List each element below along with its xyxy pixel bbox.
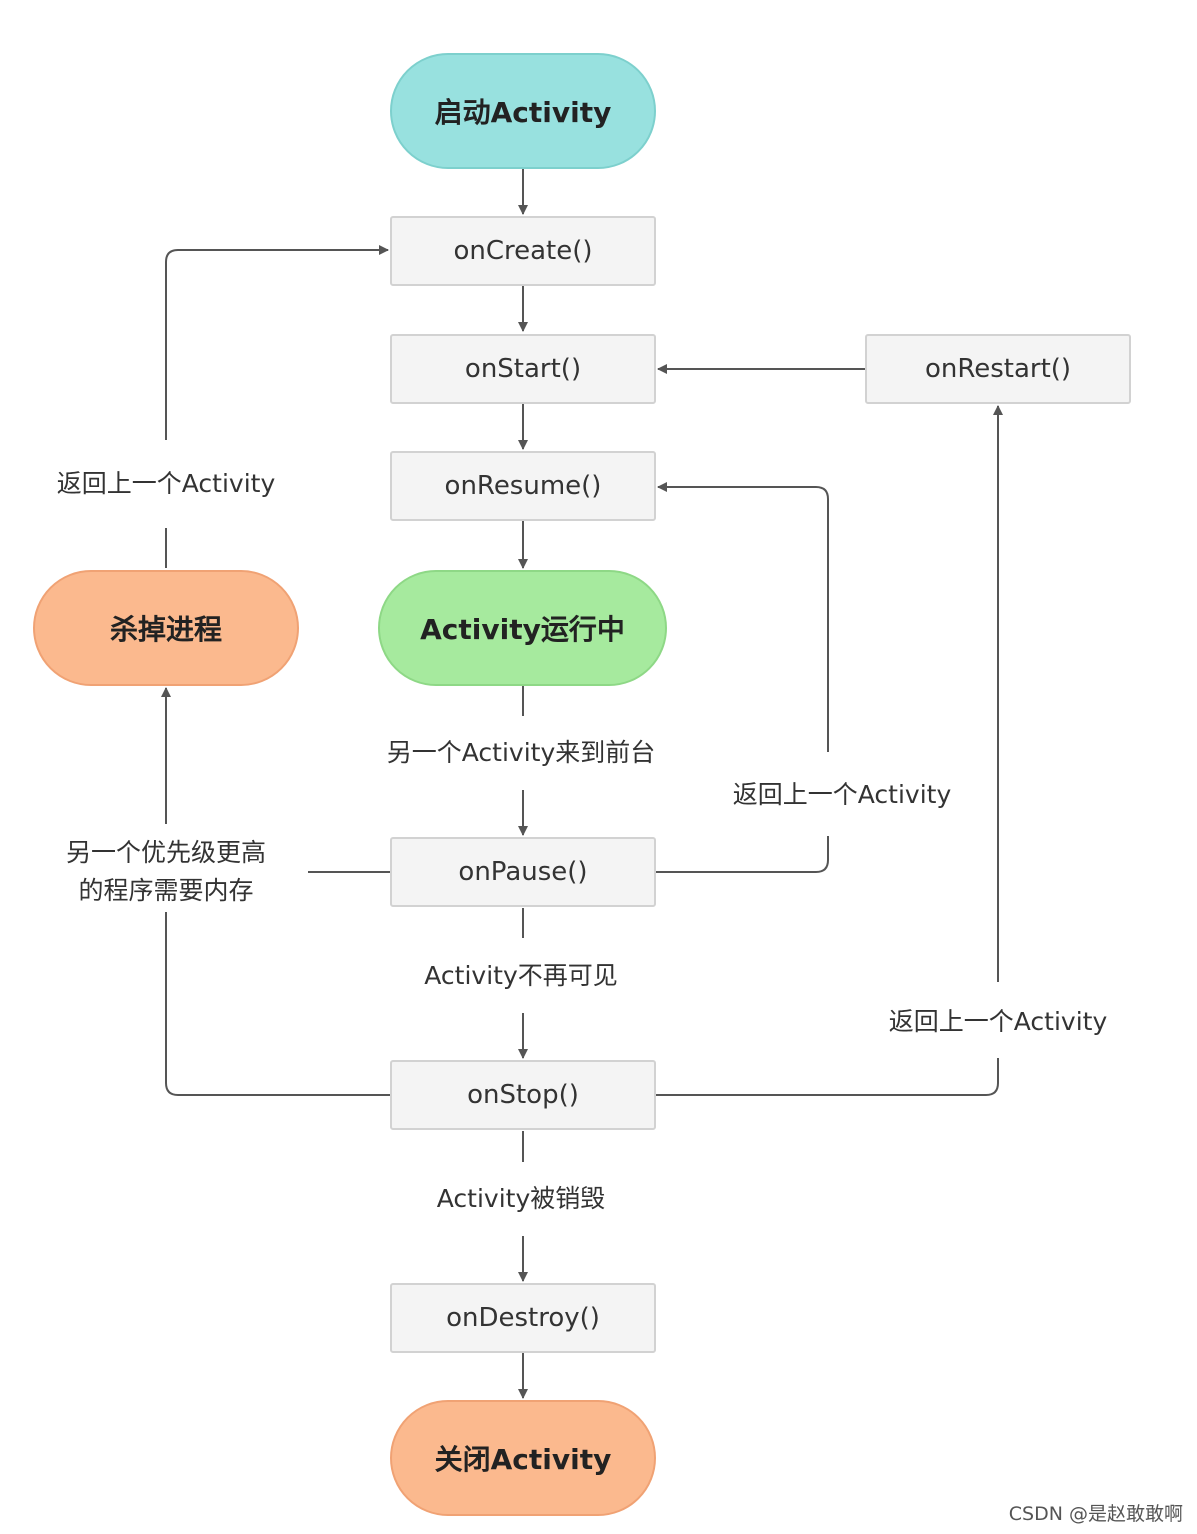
close-activity-label: 关闭Activity — [434, 1443, 612, 1476]
return-previous-label-restart: 返回上一个Activity — [888, 1003, 1108, 1041]
on-resume-node: onResume() — [390, 451, 656, 521]
on-start-node: onStart() — [390, 334, 656, 404]
activity-running-label: Activity运行中 — [420, 613, 625, 646]
activity-not-visible-label: Activity不再可见 — [424, 957, 618, 995]
on-start-label: onStart() — [464, 354, 582, 384]
arrow-return-to-resume — [657, 482, 829, 752]
line-pause-to-return — [655, 836, 829, 873]
activity-destroyed-label: Activity被销毁 — [436, 1180, 606, 1218]
arrow-label-to-create — [165, 245, 389, 440]
on-stop-label: onStop() — [467, 1080, 579, 1110]
on-create-node: onCreate() — [390, 216, 656, 286]
return-previous-label-left: 返回上一个Activity — [56, 465, 276, 503]
activity-running-node: Activity运行中 — [378, 570, 667, 686]
line-stop-to-return — [655, 1058, 999, 1096]
on-restart-node: onRestart() — [865, 334, 1131, 404]
on-pause-node: onPause() — [390, 837, 656, 907]
launch-activity-label: 启动Activity — [434, 96, 612, 129]
higher-priority-line-2: 的程序需要内存 — [78, 876, 254, 905]
line-stop-to-priority — [165, 912, 390, 1096]
on-stop-node: onStop() — [390, 1060, 656, 1130]
on-pause-label: onPause() — [458, 857, 588, 887]
higher-priority-line-1: 另一个优先级更高 — [65, 838, 267, 867]
on-destroy-label: onDestroy() — [446, 1303, 600, 1333]
kill-process-label: 杀掉进程 — [109, 613, 222, 646]
another-activity-foreground-label: 另一个Activity来到前台 — [386, 734, 656, 772]
on-resume-label: onResume() — [444, 471, 602, 501]
return-previous-label-resume: 返回上一个Activity — [732, 776, 952, 814]
csdn-watermark: CSDN @是赵敢敢啊 — [1008, 1503, 1183, 1525]
higher-priority-label: 另一个优先级更高 的程序需要内存 — [65, 834, 267, 910]
kill-process-node: 杀掉进程 — [33, 570, 299, 686]
on-destroy-node: onDestroy() — [390, 1283, 656, 1353]
on-restart-label: onRestart() — [924, 354, 1072, 384]
on-create-label: onCreate() — [453, 236, 593, 266]
launch-activity-node: 启动Activity — [390, 53, 656, 169]
close-activity-node: 关闭Activity — [390, 1400, 656, 1516]
